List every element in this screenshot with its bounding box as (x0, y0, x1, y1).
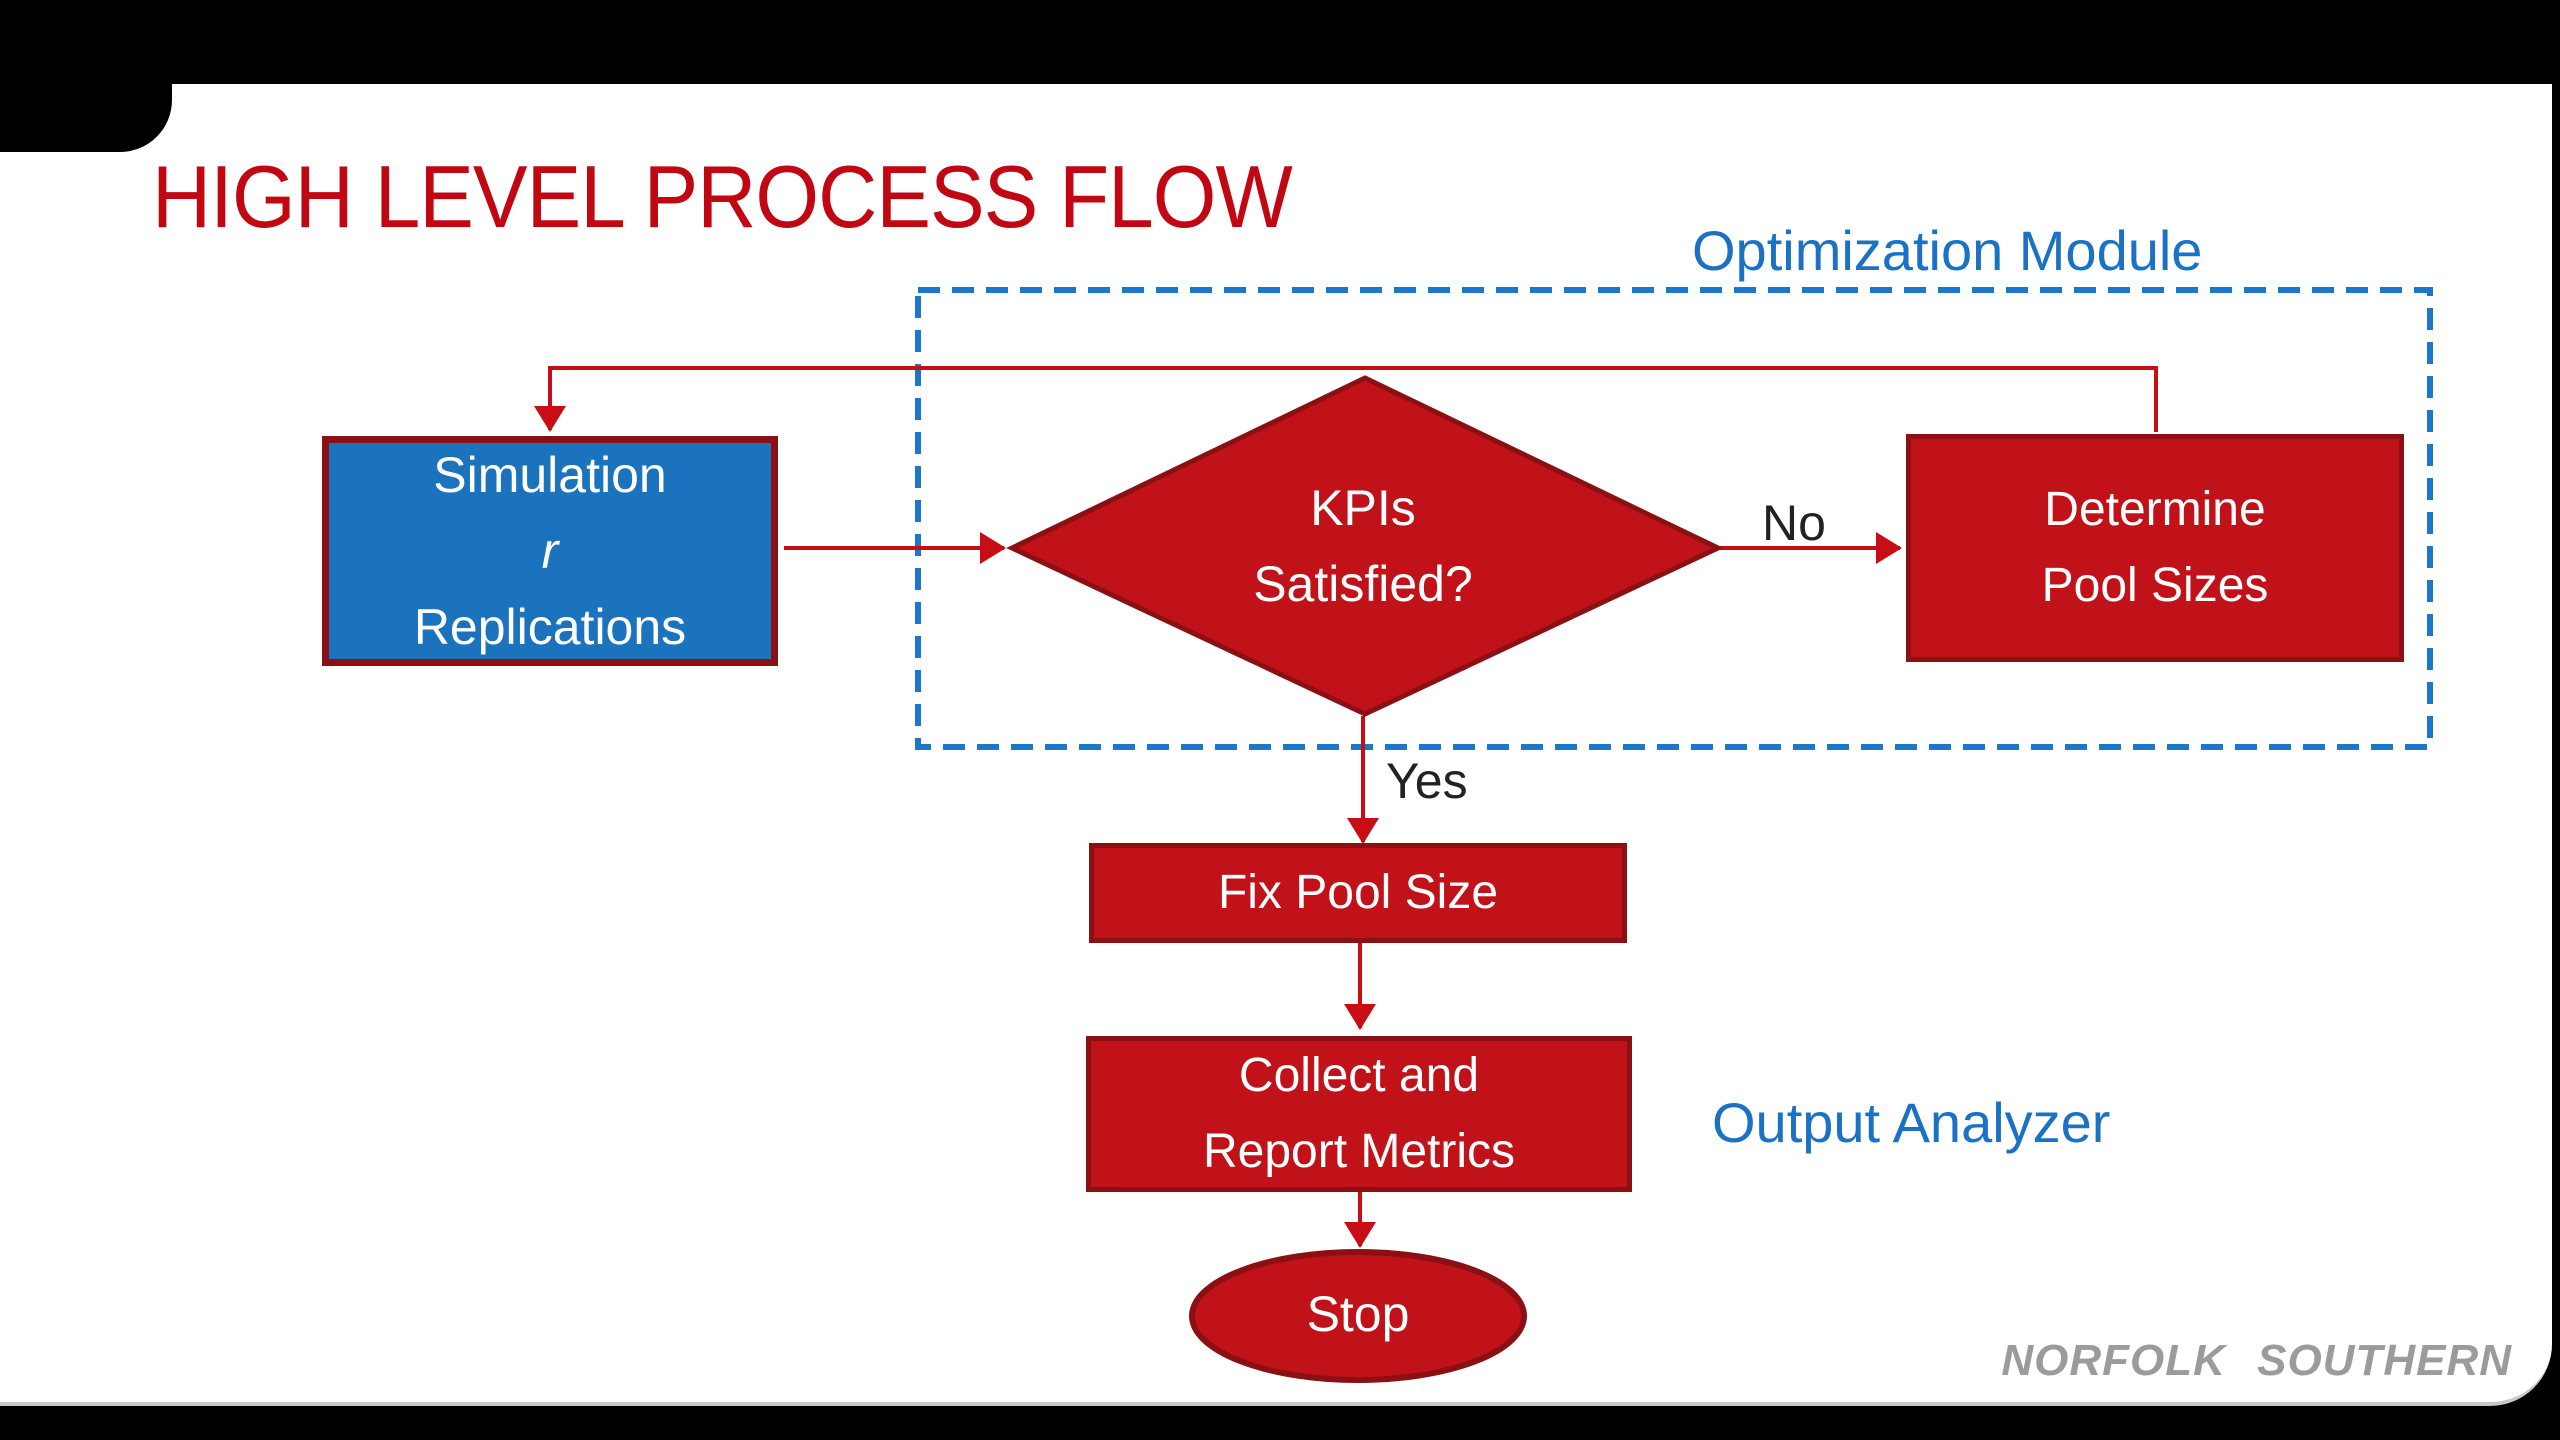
optimization-module-dashed-boundary (915, 287, 2433, 750)
edge-feedback-determine-to-simulation (534, 366, 2158, 432)
norfolk-southern-logo: NORFOLK SOUTHERN (2001, 1336, 2512, 1385)
determine-pool-sizes-box: Determine Pool Sizes (1906, 434, 2404, 662)
no-edge-label: No (1762, 495, 1826, 551)
fix-pool-size-label: Fix Pool Size (1217, 866, 1499, 919)
simulation-process-box: Simulation r Replications (322, 436, 778, 666)
kpis-line1: KPIs (1310, 480, 1416, 536)
kpis-decision-diamond (1006, 375, 1724, 717)
collect-line1: Collect and (1238, 1049, 1480, 1102)
determine-line1: Determine (2044, 483, 2266, 536)
simulation-line2-r: r (541, 523, 559, 579)
kpis-diamond-text: KPIs Satisfied? (1163, 470, 1563, 622)
collect-report-metrics-box: Collect and Report Metrics (1086, 1036, 1632, 1192)
output-analyzer-label: Output Analyzer (1712, 1091, 2111, 1154)
stop-node-label: Stop (1306, 1286, 1410, 1342)
simulation-line3: Replications (413, 599, 687, 655)
page-title: HIGH LEVEL PROCESS FLOW (152, 146, 1293, 246)
stop-terminator-ellipse (1189, 1249, 1527, 1383)
optimization-module-label: Optimization Module (1692, 219, 2203, 282)
kpis-line2: Satisfied? (1253, 556, 1473, 612)
determine-line2: Pool Sizes (2041, 559, 2269, 612)
template-corner-notch (0, 0, 172, 152)
fix-pool-size-box: Fix Pool Size (1089, 843, 1627, 943)
simulation-line1: Simulation (433, 447, 667, 503)
yes-edge-label: Yes (1386, 753, 1468, 809)
collect-line2: Report Metrics (1202, 1125, 1516, 1178)
